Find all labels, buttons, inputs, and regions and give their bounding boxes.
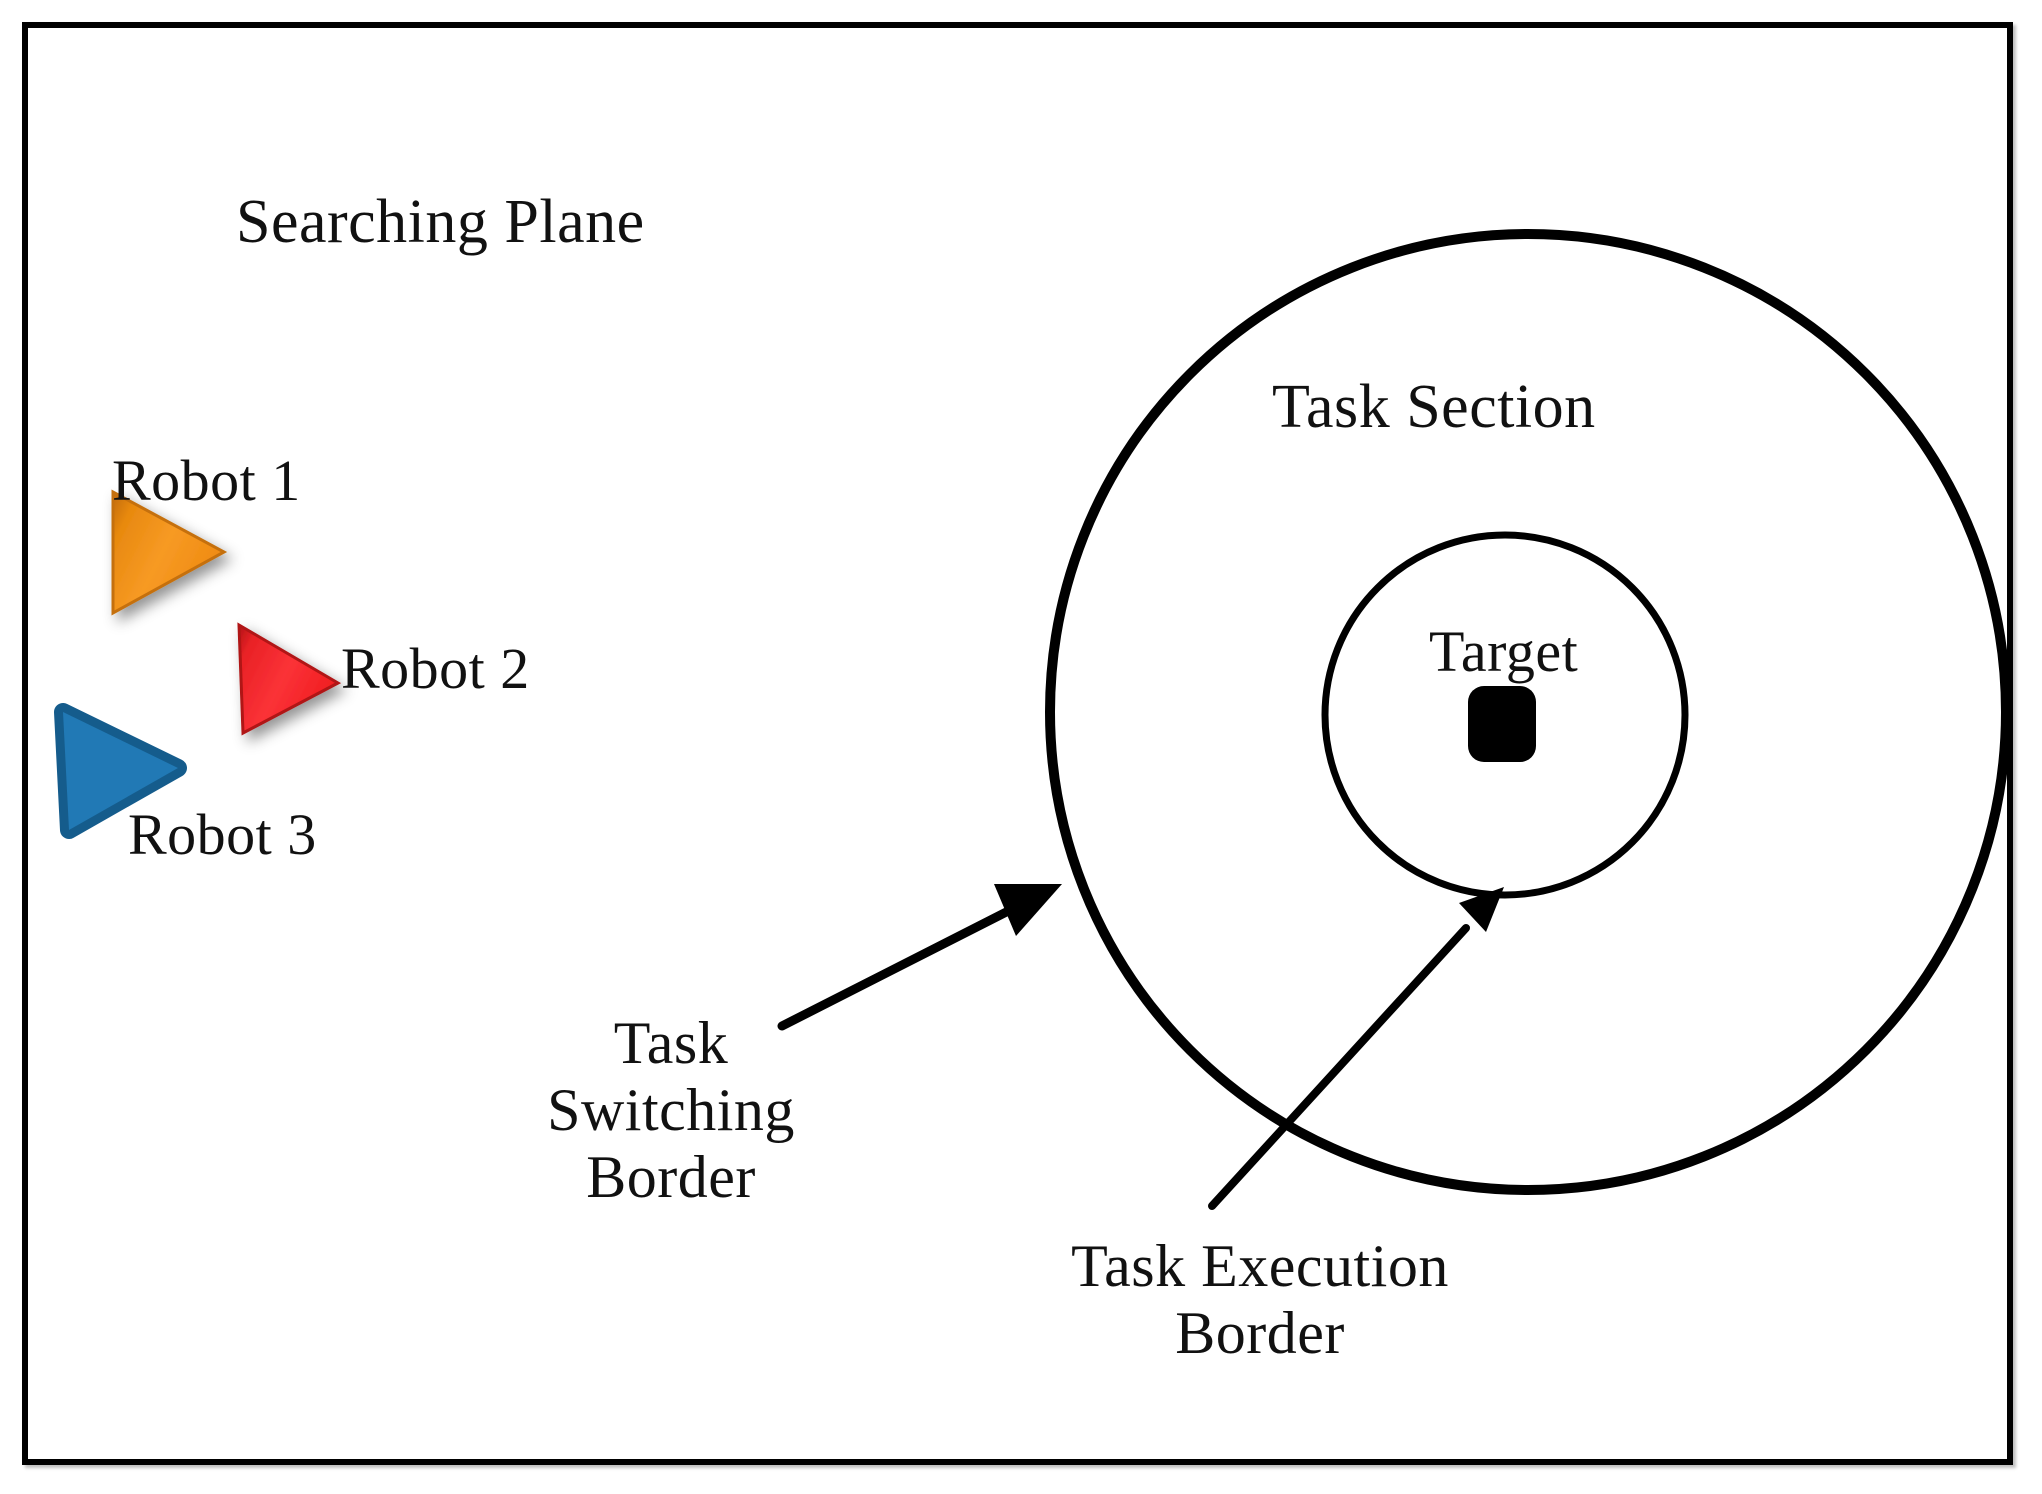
task-execution-border-circle bbox=[1321, 531, 1689, 899]
task-switching-border-arrow bbox=[777, 884, 1062, 1031]
target-label: Target bbox=[1429, 619, 1579, 684]
target-marker bbox=[1468, 686, 1536, 762]
task-execution-border-arrow bbox=[1208, 887, 1504, 1210]
robot-2-label: Robot 2 bbox=[341, 636, 530, 701]
task-switching-border-label: Task Switching Border bbox=[547, 1010, 795, 1211]
robot-1-marker[interactable] bbox=[111, 489, 228, 616]
robot-2-marker[interactable] bbox=[237, 622, 342, 736]
task-execution-border-label: Task Execution Border bbox=[1071, 1233, 1449, 1367]
figure-frame bbox=[22, 22, 2013, 1465]
robot-3-label: Robot 3 bbox=[128, 802, 317, 867]
robot-1-label: Robot 1 bbox=[112, 448, 301, 513]
searching-plane-label: Searching Plane bbox=[236, 188, 645, 256]
task-switching-border-circle bbox=[1045, 229, 2011, 1195]
task-section-label: Task Section bbox=[1272, 373, 1596, 441]
robot-3-marker[interactable] bbox=[54, 703, 187, 839]
